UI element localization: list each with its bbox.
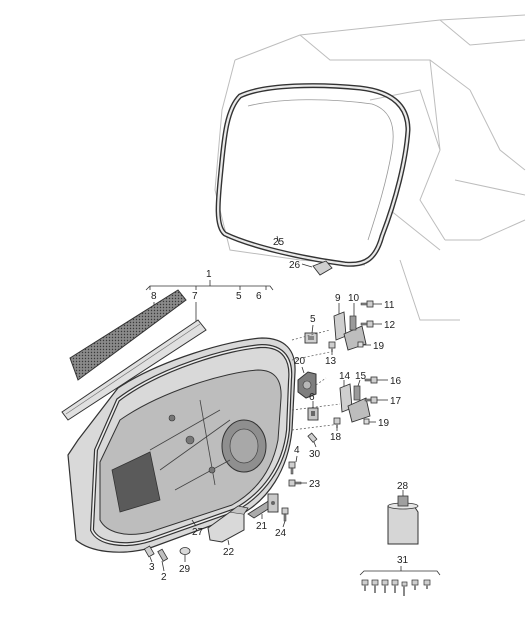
callout-31: 31 [397, 555, 409, 566]
callout-1: 1 [206, 269, 212, 280]
callout-25: 25 [273, 237, 285, 248]
callout-2: 2 [161, 572, 167, 583]
door-seal[interactable] [89, 343, 293, 547]
door-bolt-part-2[interactable] [157, 548, 169, 562]
hinge-bolt-13[interactable] [328, 341, 336, 352]
leader-27 [191, 519, 197, 527]
callout-10: 10 [348, 293, 360, 304]
seal-end-piece[interactable] [312, 260, 333, 276]
leader-5 [311, 324, 314, 334]
car-body-outline [214, 14, 526, 321]
callout-23: 23 [309, 479, 321, 490]
outer-window-strip[interactable] [69, 289, 187, 381]
door-shell[interactable] [67, 337, 296, 553]
door-bolt-part-3[interactable] [143, 545, 155, 558]
callout-20: 20 [294, 356, 306, 367]
hinge-bolt-12[interactable] [360, 320, 374, 328]
leader-25 [276, 235, 280, 245]
callout-17: 17 [390, 396, 402, 407]
check-strap-bolt[interactable] [281, 507, 289, 522]
door-lock[interactable] [297, 371, 317, 399]
callout-22: 22 [223, 547, 235, 558]
leader-4 [295, 455, 298, 463]
leader-24 [282, 520, 286, 528]
striker-plate[interactable] [304, 332, 318, 344]
bracket-31 [359, 566, 441, 576]
callout-30: 30 [309, 449, 321, 460]
hinge-cover-cap[interactable] [207, 505, 249, 543]
leader-15 [357, 379, 361, 387]
hinge-bolt-18[interactable] [333, 417, 341, 428]
callout-13: 13 [325, 356, 337, 367]
hinge-nut-19-upper[interactable] [357, 341, 364, 348]
screw-part-23[interactable] [288, 479, 302, 487]
hinge-nut-19-lower[interactable] [363, 418, 370, 425]
callout-14: 14 [339, 371, 351, 382]
leader-30 [313, 441, 317, 448]
hinge-bolt-16[interactable] [364, 376, 378, 384]
plug-part-29[interactable] [179, 547, 191, 555]
callout-5-top: 5 [236, 291, 242, 302]
callout-18: 18 [330, 432, 342, 443]
pin-part-4[interactable] [288, 461, 296, 475]
callout-6-top: 6 [256, 291, 262, 302]
callout-6: 6 [309, 392, 315, 403]
callout-21: 21 [256, 521, 268, 532]
callout-16: 16 [390, 376, 402, 387]
sealant-container[interactable] [387, 495, 419, 545]
leader-3 [149, 556, 153, 563]
callout-26: 26 [289, 260, 301, 271]
door-check-strap[interactable] [247, 493, 279, 519]
callout-28: 28 [397, 481, 409, 492]
leader-20 [301, 366, 305, 374]
callout-19-lower: 19 [378, 418, 390, 429]
callout-19-upper: 19 [373, 341, 385, 352]
callout-15: 15 [355, 371, 367, 382]
callout-4: 4 [294, 445, 300, 456]
callout-9: 9 [335, 293, 341, 304]
group-bracket-1: 1 [145, 269, 274, 291]
callout-3: 3 [149, 562, 155, 573]
callout-5: 5 [310, 314, 316, 325]
door-opening-seal[interactable] [215, 83, 411, 267]
callout-29: 29 [179, 564, 191, 575]
hinge-bolt-11[interactable] [360, 300, 374, 308]
callout-27: 27 [192, 527, 204, 538]
fastener-set[interactable] [361, 579, 431, 596]
leader-26 [301, 263, 313, 268]
bolt-part-30[interactable] [307, 432, 318, 443]
leader-2 [161, 560, 165, 572]
inner-window-strip[interactable] [61, 319, 207, 421]
callout-24: 24 [275, 528, 287, 539]
leader-22 [227, 539, 230, 546]
callout-11: 11 [384, 300, 395, 311]
callout-7: 7 [192, 291, 198, 302]
callout-12: 12 [384, 320, 396, 331]
lower-hinge-part-15[interactable] [347, 385, 371, 423]
bracket-part-6[interactable] [307, 407, 319, 421]
dashed-leader-20 [315, 377, 327, 386]
callout-8: 8 [151, 291, 157, 302]
